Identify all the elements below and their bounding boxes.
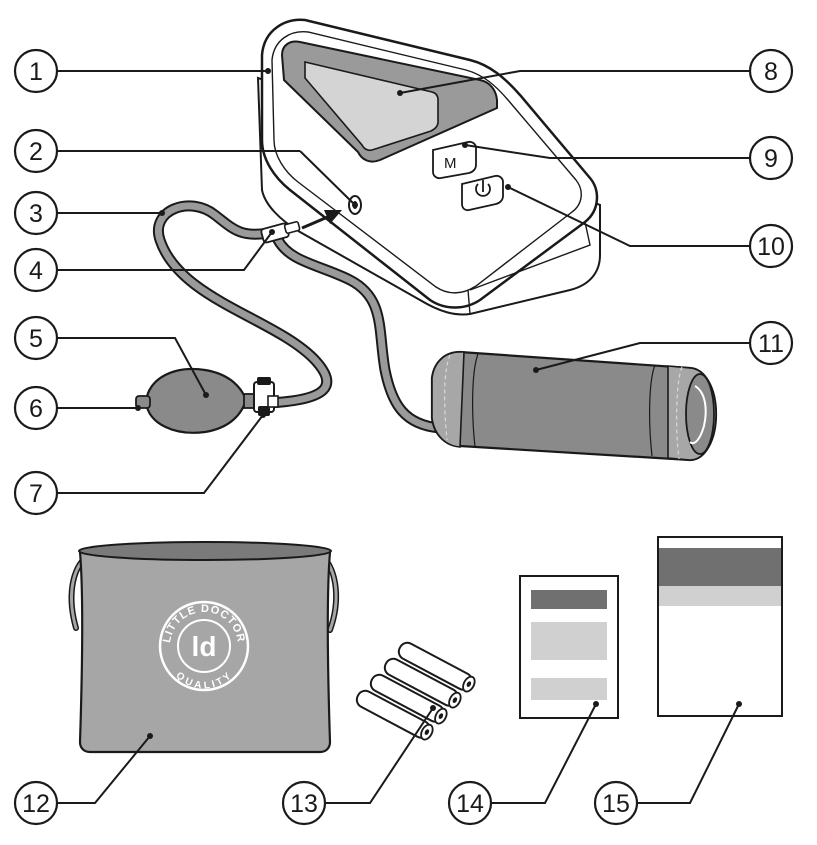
warranty-booklet: [657, 536, 783, 717]
monitor-device: M: [256, 18, 601, 316]
callout-6: 6: [13, 385, 59, 431]
callout-1-label: 1: [29, 58, 43, 86]
memory-button-label: M: [444, 155, 457, 172]
callout-10: 10: [748, 223, 794, 269]
callout-12-label: 12: [22, 790, 50, 818]
callout-14-label: 14: [456, 790, 484, 818]
callout-7: 7: [13, 470, 59, 516]
callout-10-label: 10: [757, 233, 785, 261]
arm-cuff: [430, 350, 718, 462]
batteries: [355, 641, 476, 741]
callout-badges: 1 2 3 4 5 6 7 8: [13, 48, 794, 826]
callout-2-label: 2: [29, 138, 43, 166]
callout-5: 5: [13, 315, 59, 361]
leader-dots: [135, 68, 742, 739]
callout-13-label: 13: [290, 790, 318, 818]
tubes: [152, 200, 446, 434]
insert-arrow-icon: [301, 210, 342, 230]
air-intake-nub: [135, 395, 151, 409]
memory-button: M: [432, 140, 477, 180]
storage-bag: LITTLE DOCTOR QUALITY ld: [68, 541, 340, 754]
instruction-leaflet: [519, 575, 619, 719]
callout-6-label: 6: [29, 395, 43, 423]
callout-11-label: 11: [758, 330, 784, 358]
callout-13: 13: [281, 780, 327, 826]
callout-9: 9: [748, 135, 794, 181]
callout-4: 4: [13, 247, 59, 293]
callout-4-label: 4: [29, 257, 43, 285]
callout-11: 11: [748, 320, 794, 366]
callout-8-label: 8: [764, 58, 778, 86]
callout-7-label: 7: [29, 480, 43, 508]
release-valve: [253, 377, 279, 416]
logo-center-text: ld: [192, 631, 217, 662]
callout-15: 15: [593, 780, 639, 826]
callout-5-label: 5: [29, 325, 43, 353]
callout-15-label: 15: [602, 790, 630, 818]
lcd-screen: [304, 60, 439, 152]
power-button: [461, 174, 504, 212]
callout-14: 14: [447, 780, 493, 826]
callout-9-label: 9: [764, 145, 778, 173]
callout-8: 8: [748, 48, 794, 94]
callout-2: 2: [13, 128, 59, 174]
callout-3-label: 3: [29, 200, 43, 228]
callout-12: 12: [13, 780, 59, 826]
callout-1: 1: [13, 48, 59, 94]
callout-3: 3: [13, 190, 59, 236]
leader-lines: [55, 70, 765, 804]
power-icon: [475, 180, 491, 197]
